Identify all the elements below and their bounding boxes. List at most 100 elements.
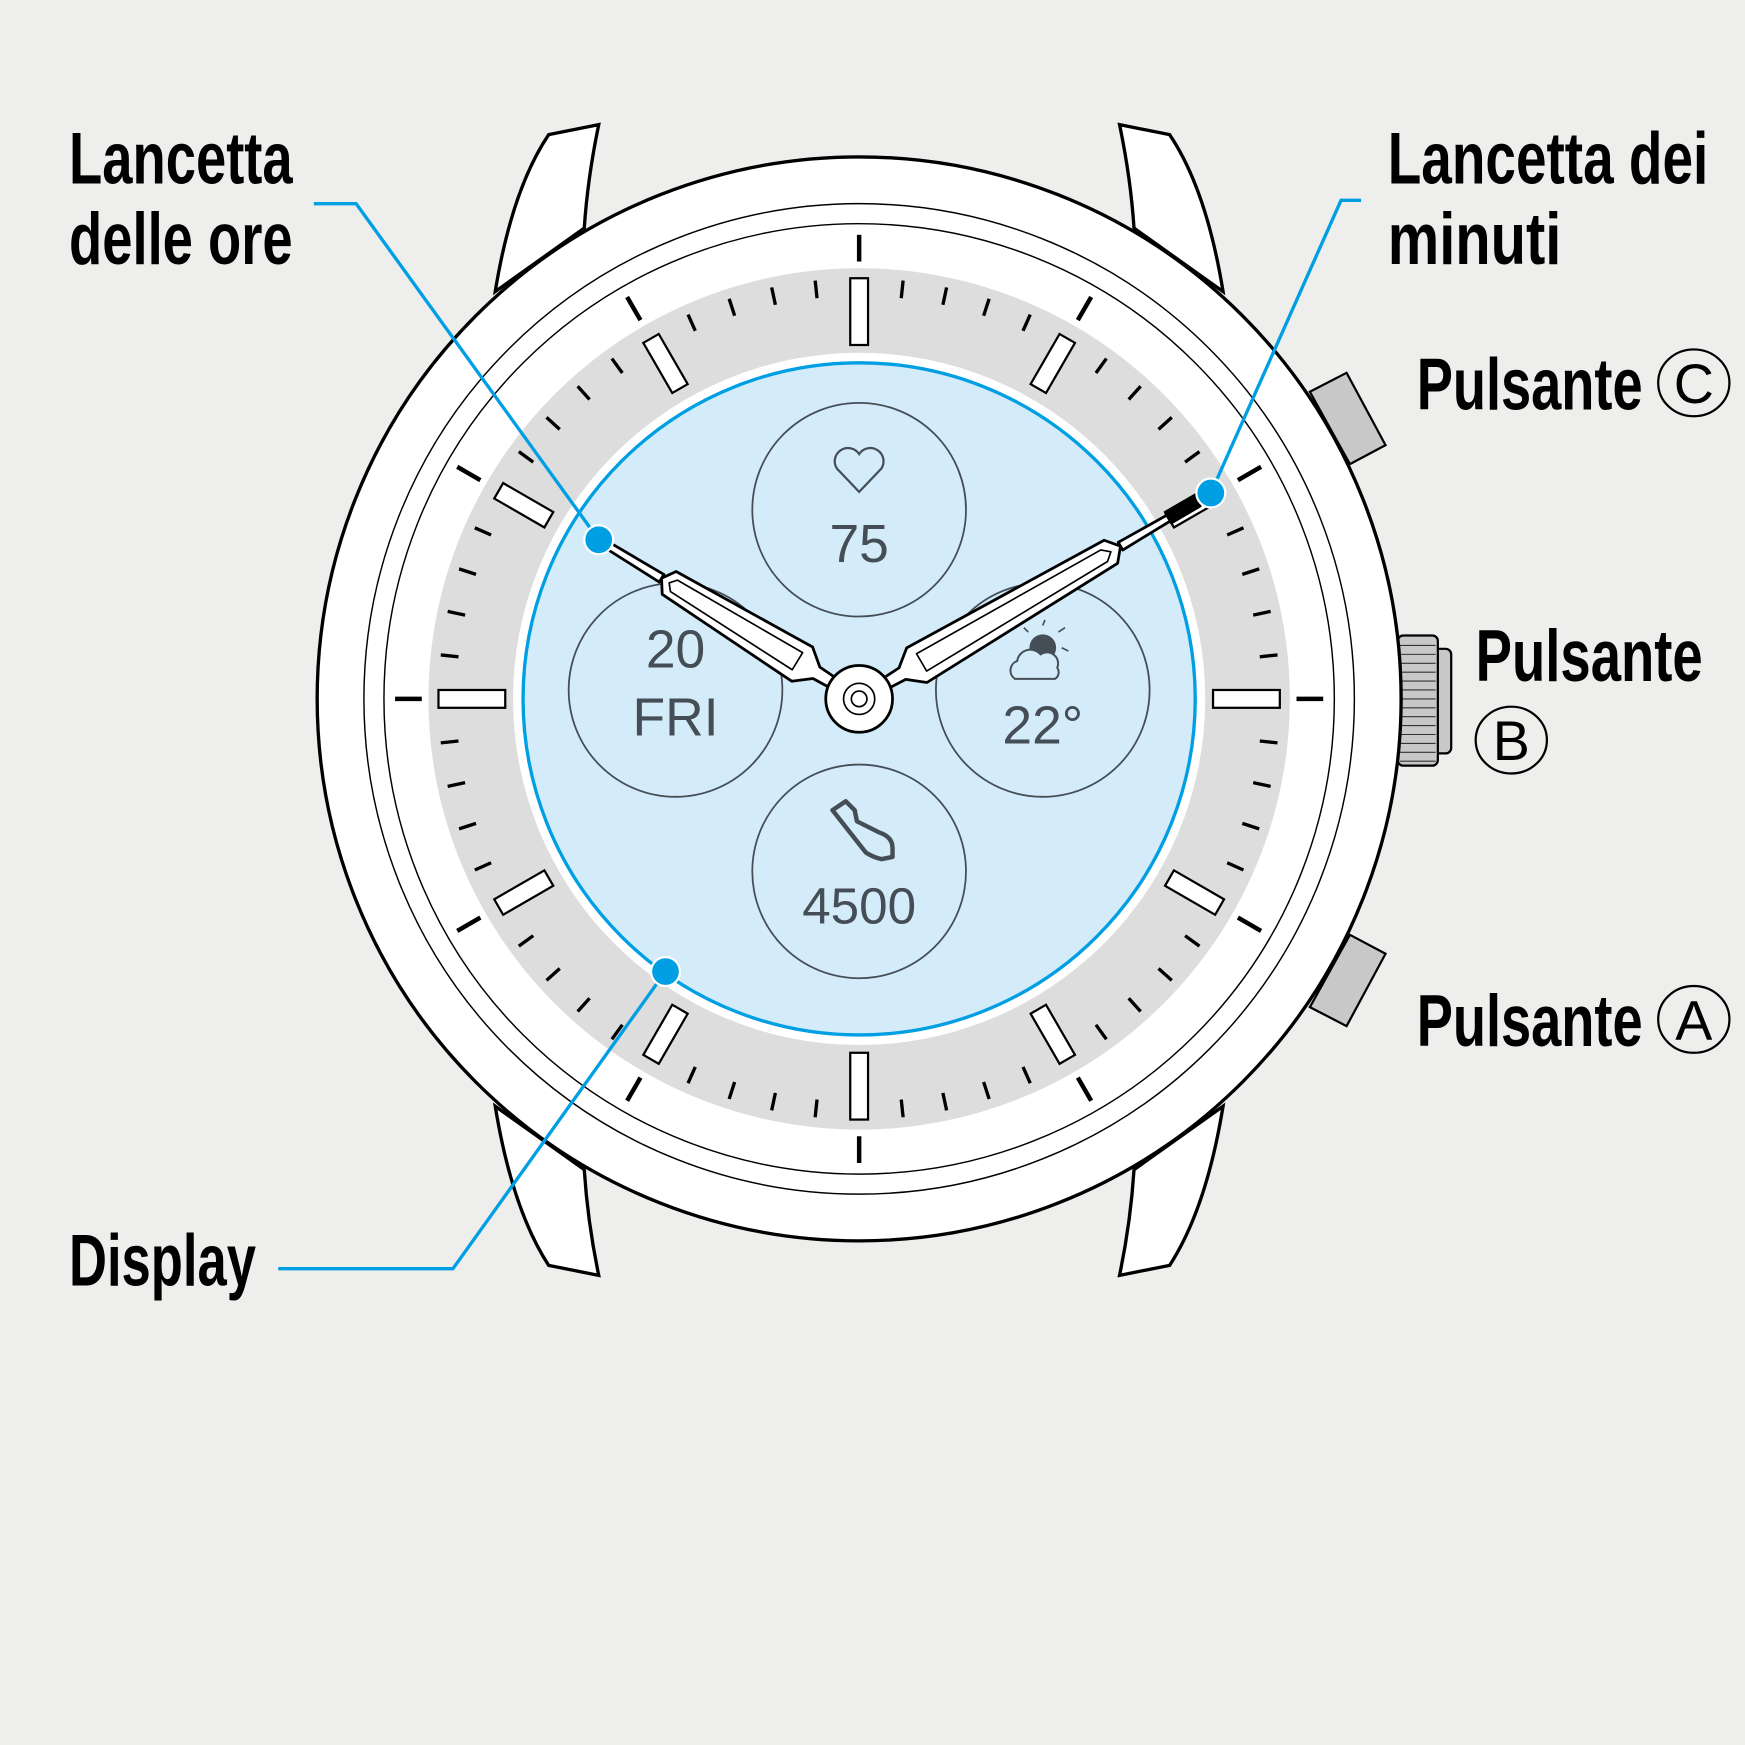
minute-tick [474,526,492,537]
minute-tick [1184,450,1201,464]
minute-tick [1259,653,1278,659]
leader-minute-hand [1209,198,1362,494]
minute-tick [770,1092,778,1111]
hour-marker [492,481,555,529]
minute-tick [474,861,492,872]
label-minute-hand-1: Lancetta dei [1388,118,1709,200]
minute-tick [458,821,477,831]
minute-tick [1157,967,1173,982]
circle-c [1657,348,1731,418]
hour-tick-outer [456,464,482,483]
button-a[interactable] [1308,933,1388,1028]
hour-marker [641,332,690,395]
label-hour-hand-1: Lancetta [69,118,294,200]
minute-tick [1226,526,1245,537]
minute-tick [1021,1066,1032,1084]
minute-tick [941,1092,949,1111]
hour-tick-outer [1075,295,1094,322]
partly-cloudy-icon [1009,619,1069,680]
minute-hand [878,495,1202,692]
minute-tick [1184,934,1201,948]
minute-tick [610,1023,624,1041]
minute-tick [447,781,466,788]
minute-tick [899,280,905,299]
minute-tick [1252,781,1271,788]
hour-marker [1211,688,1281,709]
label-display: Display [69,1219,256,1301]
lugs [492,122,1226,1278]
minute-tick [686,1066,697,1084]
leader-hour-hand [313,201,601,541]
minute-tick [1094,1023,1108,1041]
minute-tick [982,1081,991,1100]
letter-a: A [1675,989,1712,1051]
letter-b: B [1493,710,1530,772]
temperature-value: 22° [1002,696,1083,755]
hour-tick-outer [1236,915,1263,933]
minute-tick [1241,567,1260,576]
hour-tick-outer [456,915,482,933]
minute-tick [727,1081,737,1100]
leader-dot-minute [1195,477,1227,509]
minute-tick [1259,739,1278,745]
label-button-c: Pulsante [1417,344,1643,426]
letter-c: C [1674,353,1714,415]
minute-tick [576,385,591,401]
minute-tick [686,313,697,332]
hour-hand [595,535,840,691]
minute-tick [440,739,459,745]
steps-value: 4500 [802,878,916,935]
minute-tick [1241,821,1260,831]
center-cap [824,664,894,734]
minute-tick [1094,357,1108,374]
hour-tick-outer [1236,464,1263,483]
minute-tick [1226,861,1245,872]
minute-tick [899,1099,905,1118]
date-weekday: FRI [633,689,719,748]
label-button-a: Pulsante [1417,980,1643,1062]
minute-tick [440,653,459,659]
hour-marker [849,277,870,347]
button-b-crown[interactable] [1396,634,1453,767]
label-hour-hand-2: delle ore [69,198,293,280]
hour-marker [849,1051,870,1121]
hour-tick-outer [625,295,643,322]
circle-a [1657,984,1731,1054]
minute-tick [610,357,624,374]
label-button-b: Pulsante [1476,615,1703,697]
subdial-steps [751,763,967,980]
hour-tick-outer [1075,1076,1094,1102]
hour-marker [437,688,507,709]
minute-tick [1127,997,1142,1013]
leader-display [278,970,667,1271]
hour-marker [492,868,555,917]
heart-rate-value: 75 [829,515,888,574]
hour-tick-outer [625,1076,643,1102]
circle-b [1474,705,1549,775]
minute-tick [982,298,991,317]
minute-tick [545,967,561,982]
minute-tick [813,280,819,299]
minute-tick [517,450,535,464]
leader-dot-hour [583,524,615,556]
minute-tick [545,416,561,431]
minute-tick [1157,416,1173,431]
hour-marker [641,1003,690,1066]
hour-marker [1029,1003,1077,1066]
minute-tick [517,934,535,948]
minute-tick [941,287,949,306]
heart-icon [833,446,885,494]
minute-tick [813,1099,819,1118]
minute-tick [770,287,778,306]
minute-tick [1021,313,1032,332]
minute-tick [1252,609,1271,617]
minute-tick [727,298,737,317]
shoe-icon [830,799,895,862]
subdial-heart-rate [751,401,967,618]
minute-tick [447,609,466,617]
leader-dot-display [649,955,682,988]
hour-marker [1163,868,1226,917]
hour-marker [1029,332,1077,395]
date-day: 20 [646,621,705,680]
